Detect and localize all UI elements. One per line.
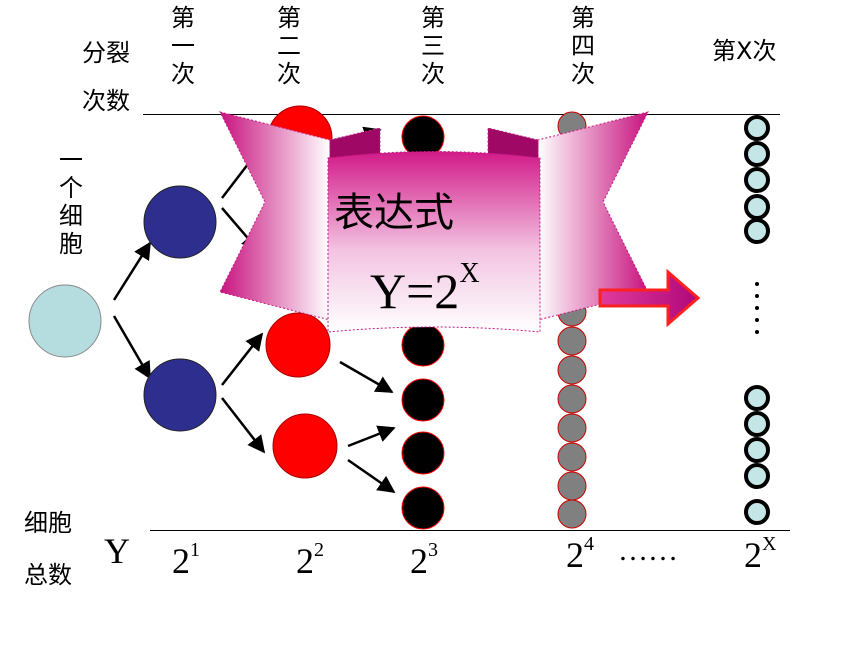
genx-cell	[744, 437, 770, 463]
col-header-2: 第二次	[277, 4, 301, 88]
bottom-divider-line	[150, 530, 790, 531]
gen3-cells	[401, 115, 445, 530]
gen3-cell	[401, 378, 445, 422]
genx-cell	[744, 385, 770, 411]
arrow-2d-3d	[347, 425, 396, 448]
genx-cell	[744, 194, 770, 220]
arrow-0-1b	[112, 315, 152, 380]
gen4-cell	[557, 384, 587, 414]
gen4-cell	[557, 499, 587, 529]
arrow-2d-3e	[347, 458, 396, 494]
row-label-division-times-1: 分裂	[82, 39, 130, 67]
bottom-variable-y: Y	[104, 531, 130, 571]
arrow-2c-3c	[339, 360, 394, 394]
genx-vertical-ellipsis	[755, 282, 759, 334]
count-gen1: 21	[172, 539, 200, 581]
genx-cell	[744, 499, 770, 525]
banner-right-ribbon	[537, 111, 649, 321]
count-gen3: 23	[410, 539, 438, 581]
genx-cell	[744, 463, 770, 489]
top-divider-line	[143, 114, 780, 115]
genx-cell	[744, 218, 770, 244]
gen3-cell	[401, 431, 445, 475]
gen1-cell	[143, 358, 217, 432]
genx-cell	[744, 411, 770, 437]
count-gen4: 24	[566, 533, 594, 575]
gen4-cell	[557, 442, 587, 472]
gen4-cell	[557, 471, 587, 501]
bottom-label-cell-1: 细胞	[24, 509, 72, 537]
col-header-x: 第X次	[712, 37, 777, 65]
col-header-4: 第四次	[571, 4, 595, 88]
initial-cell	[28, 284, 102, 358]
gen3-cell	[401, 486, 445, 530]
genx-cell	[744, 167, 770, 193]
bottom-label-cell-2: 总数	[24, 561, 72, 589]
genx-cell	[744, 141, 770, 167]
gen4-cell	[557, 326, 587, 356]
genx-cell	[744, 115, 770, 141]
count-genx: 2X	[744, 533, 777, 575]
expression-banner	[219, 111, 649, 333]
banner-left-ribbon	[219, 111, 331, 321]
gen4-cell	[557, 355, 587, 385]
right-arrow-icon	[598, 268, 701, 328]
banner-center	[327, 151, 541, 333]
genx-cells	[744, 115, 770, 525]
arrow-1b-2d	[221, 397, 266, 454]
arrow-0-1a	[112, 241, 152, 301]
gen1-cell	[143, 185, 217, 259]
count-ellipsis: ……	[618, 534, 678, 567]
arrow-1b-2c	[221, 332, 264, 386]
gen2-cell	[272, 413, 338, 479]
col-header-3: 第三次	[421, 4, 445, 88]
gen2-cell	[265, 312, 331, 378]
gen3-cell	[401, 323, 445, 367]
banner-expression: Y=2X	[370, 258, 480, 319]
row-label-division-times-2: 次数	[82, 87, 130, 115]
col-header-1: 第一次	[171, 4, 195, 88]
banner-title: 表达式	[334, 190, 454, 236]
count-gen2: 22	[296, 539, 324, 581]
gen4-cell	[557, 413, 587, 443]
left-label-one-cell: 一个细胞	[59, 146, 83, 258]
